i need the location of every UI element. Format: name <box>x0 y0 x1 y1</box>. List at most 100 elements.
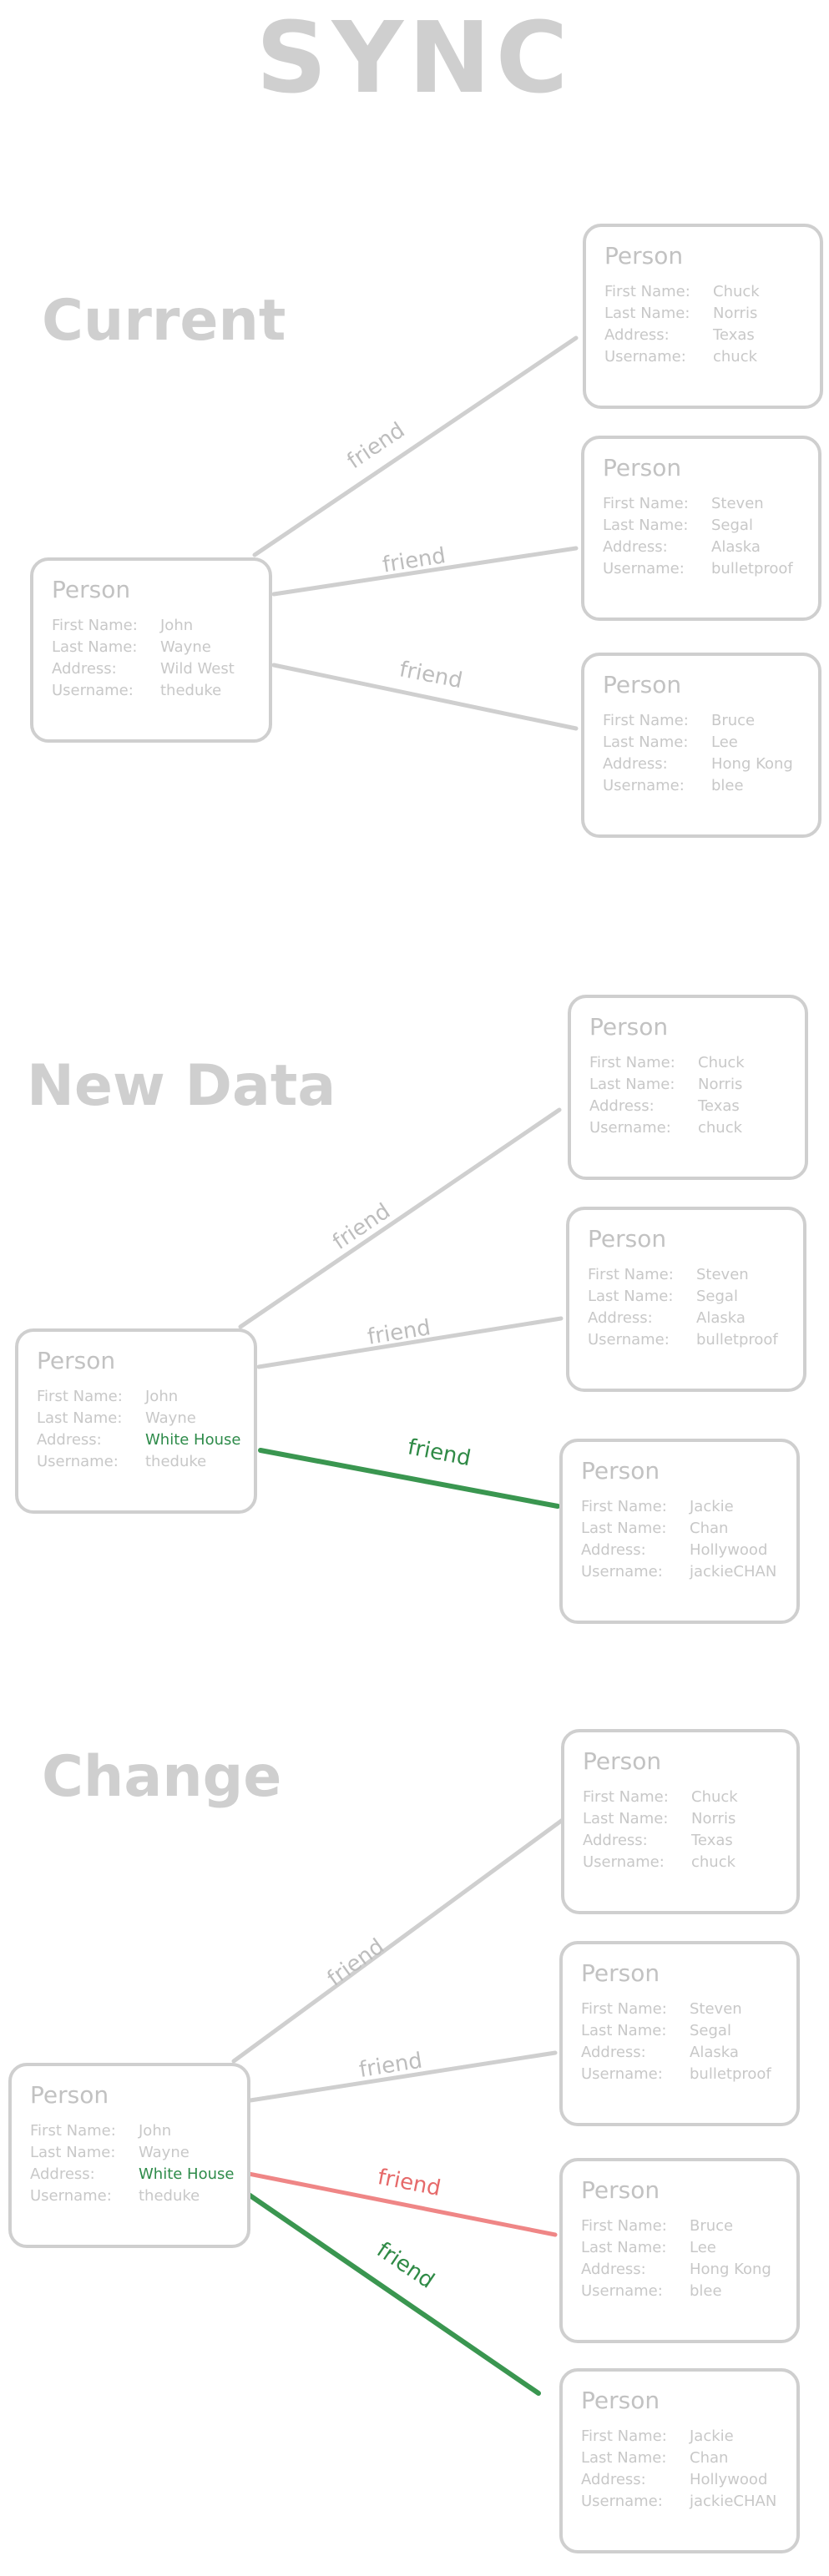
card-type: Person <box>589 1013 669 1041</box>
username-label: Username: <box>30 2187 112 2205</box>
username-row: Username: jackieCHAN <box>581 1561 778 1583</box>
username-label: Username: <box>589 1119 671 1137</box>
diagram-title: SYNC <box>255 0 574 115</box>
username-value: chuck <box>691 1853 736 1871</box>
username-row: Username: chuck <box>589 1117 786 1139</box>
address-label: Address: <box>583 1832 648 1849</box>
username-row: Username:bulletproof <box>603 558 800 580</box>
address-value: Hong Kong <box>690 2261 771 2278</box>
card-type: Person <box>603 671 682 698</box>
username-label: Username: <box>588 1331 670 1348</box>
link-new-chuck <box>238 1107 562 1329</box>
username-value: chuck <box>698 1119 743 1137</box>
first-name-row: First Name: Steven <box>588 1264 785 1286</box>
last-name-label: Last Name: <box>30 2144 116 2161</box>
address-label: Address: <box>52 660 117 678</box>
first-name-value: John <box>145 1388 179 1405</box>
address-value: Texas <box>691 1832 733 1849</box>
last-name-row: Last Name:Norris <box>583 1808 778 1830</box>
username-value: chuck <box>713 348 758 365</box>
address-value: Hollywood <box>690 1541 768 1559</box>
username-label: Username: <box>581 1563 663 1580</box>
card-type: Person <box>588 1225 667 1253</box>
first-name-value: Chuck <box>698 1054 745 1071</box>
section-title-change: Change <box>42 1744 282 1810</box>
last-name-label: Last Name: <box>603 733 689 751</box>
address-value: Alaska <box>711 538 761 556</box>
link-new-jackie <box>258 1448 560 1509</box>
section-title-current: Current <box>42 288 286 354</box>
username-label: Username: <box>583 1853 665 1871</box>
first-name-value: John <box>160 617 194 634</box>
first-name-row: First Name:John <box>37 1386 235 1408</box>
card-type: Person <box>581 2176 660 2204</box>
address-label: Address: <box>604 326 670 344</box>
address-row: Address:Hong Kong <box>603 754 800 775</box>
username-value: jackieCHAN <box>690 1563 777 1580</box>
username-row: Username:blee <box>603 775 800 797</box>
last-name-label: Last Name: <box>588 1288 674 1305</box>
last-name-row: Last Name:Wayne <box>52 637 250 658</box>
first-name-row: First Name:Bruce <box>603 710 800 732</box>
edge-label-current-bruce: friend <box>397 657 464 693</box>
address-row: Address:White House <box>30 2164 234 2185</box>
last-name-row: Last Name:Wayne <box>37 1408 235 1429</box>
last-name-label: Last Name: <box>37 1409 123 1427</box>
address-row: Address:Alaska <box>588 1308 785 1329</box>
last-name-label: Last Name: <box>581 2449 667 2467</box>
last-name-label: Last Name: <box>581 1520 667 1537</box>
address-row: Address:Hollywood <box>581 2469 778 2491</box>
card-type: Person <box>583 1747 662 1775</box>
address-label: Address: <box>37 1431 102 1449</box>
first-name-value: Steven <box>696 1266 749 1283</box>
last-name-row: Last Name:Norris <box>589 1074 786 1096</box>
last-name-value: Lee <box>711 733 738 751</box>
last-name-label: Last Name: <box>603 517 689 534</box>
address-label: Address: <box>581 1541 646 1559</box>
address-value: White House <box>139 2165 235 2183</box>
first-name-row: First Name:Steven <box>581 1999 778 2020</box>
last-name-label: Last Name: <box>589 1076 675 1093</box>
link-current-steven <box>271 546 579 597</box>
edge-label-change-chuck: friend <box>323 1934 389 1992</box>
section-title-new-data: New Data <box>27 1053 336 1119</box>
edge-label-change-bruce: friend <box>376 2165 442 2201</box>
first-name-label: First Name: <box>588 1266 674 1283</box>
link-change-chuck <box>231 1817 566 2064</box>
first-name-label: First Name: <box>581 2000 667 2018</box>
edge-label-new-jackie: friend <box>406 1434 473 1471</box>
last-name-value: Wayne <box>139 2144 190 2161</box>
first-name-label: First Name: <box>581 2427 667 2445</box>
address-label: Address: <box>589 1097 655 1115</box>
address-value: Texas <box>698 1097 740 1115</box>
username-value: bulletproof <box>711 560 793 577</box>
first-name-label: First Name: <box>52 617 138 634</box>
card-type: Person <box>581 1959 660 1987</box>
card-type: Person <box>52 576 131 603</box>
address-row: Address: Texas <box>583 1830 778 1852</box>
first-name-row: First Name: John <box>52 615 250 637</box>
username-label: Username: <box>37 1453 119 1470</box>
first-name-label: First Name: <box>604 283 690 300</box>
card-type: Person <box>30 2081 109 2109</box>
address-row: Address:Wild West <box>52 658 250 680</box>
address-label: Address: <box>588 1309 653 1327</box>
last-name-value: Chan <box>690 2449 729 2467</box>
username-value: theduke <box>139 2187 200 2205</box>
address-value: Texas <box>713 326 755 344</box>
username-row: Username: theduke <box>30 2185 229 2207</box>
username-value: jackieCHAN <box>690 2493 777 2510</box>
last-name-label: Last Name: <box>581 2239 667 2256</box>
first-name-value: Chuck <box>691 1788 738 1806</box>
last-name-row: Last Name:Lee <box>581 2237 778 2259</box>
address-label: Address: <box>603 538 668 556</box>
